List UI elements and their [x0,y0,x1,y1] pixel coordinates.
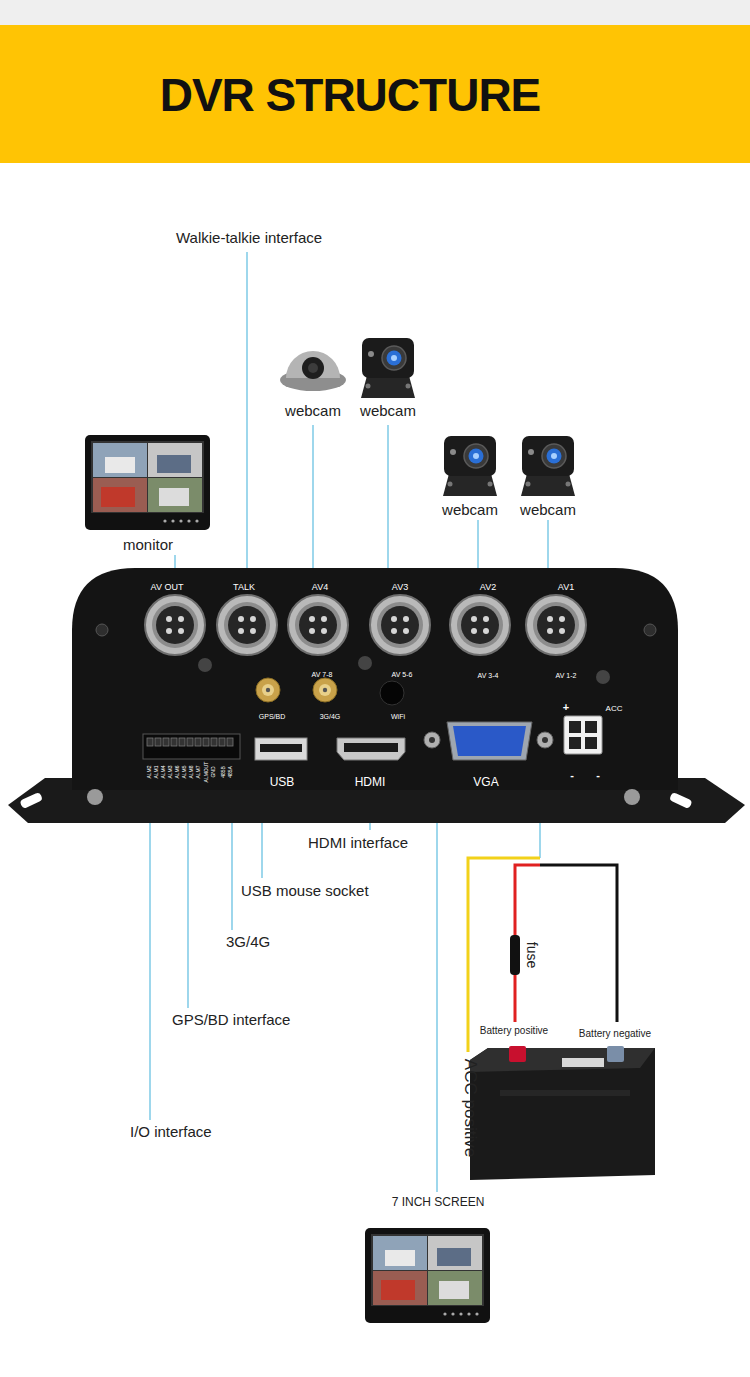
callout-label: GPS/BD interface [172,1012,290,1029]
camera-label: webcam [442,502,498,519]
camera-label: webcam [360,403,416,420]
page-title: DVR STRUCTURE [160,70,541,121]
camera-label: webcam [520,502,576,519]
wire-label: Battery negative [579,1028,651,1039]
port-name: USB [270,776,295,789]
camera-label: webcam [285,403,341,420]
port-name: HDMI [355,776,386,789]
callout-label: Walkie-talkie interface [176,230,322,247]
pin-name: ALM1 [154,765,160,778]
pin-name: ALM2 [147,765,153,778]
callout-label: 3G/4G [226,934,270,951]
fuse-label: fuse [523,942,538,968]
pin-name: ALM8 [189,765,195,778]
callout-label: HDMI interface [308,835,408,852]
pin-name: 485B [221,766,227,778]
callout-label: USB mouse socket [241,883,369,900]
wire-label: ACC positive [461,1059,480,1157]
channel-name: AV 7-8 [312,671,333,679]
pin-name: ALM6 [175,765,181,778]
channel-name: AV 3-4 [478,672,499,680]
monitor-label: monitor [123,537,173,554]
port-name: WiFi [391,713,405,721]
port-name: TALK [233,583,255,593]
port-name: AV2 [480,583,496,593]
pin-name: GND [211,766,217,777]
port-name: AV OUT [151,583,184,593]
channel-name: AV 5-6 [392,671,413,679]
polarity-sign: + [563,701,569,713]
port-name: AV1 [558,583,574,593]
pin-name: ALM3 [168,765,174,778]
port-name: GPS/BD [259,713,285,721]
pin-name: ALMOUT [204,762,210,783]
polarity-sign: - [596,769,600,781]
callout-label: I/O interface [130,1124,212,1141]
channel-name: AV 1-2 [556,672,577,680]
port-name: AV4 [312,583,328,593]
port-name: VGA [473,776,498,789]
port-name: AV3 [392,583,408,593]
wire-label: Battery positive [480,1025,548,1036]
pin-name: ALM4 [161,765,167,778]
port-name: ACC [606,705,623,714]
port-name: 3G/4G [320,713,341,721]
polarity-sign: - [570,769,574,781]
pin-name: 485A [228,766,234,778]
pin-name: ALM7 [196,765,202,778]
screen-label: 7 INCH SCREEN [392,1196,485,1209]
pin-name: ALM5 [182,765,188,778]
